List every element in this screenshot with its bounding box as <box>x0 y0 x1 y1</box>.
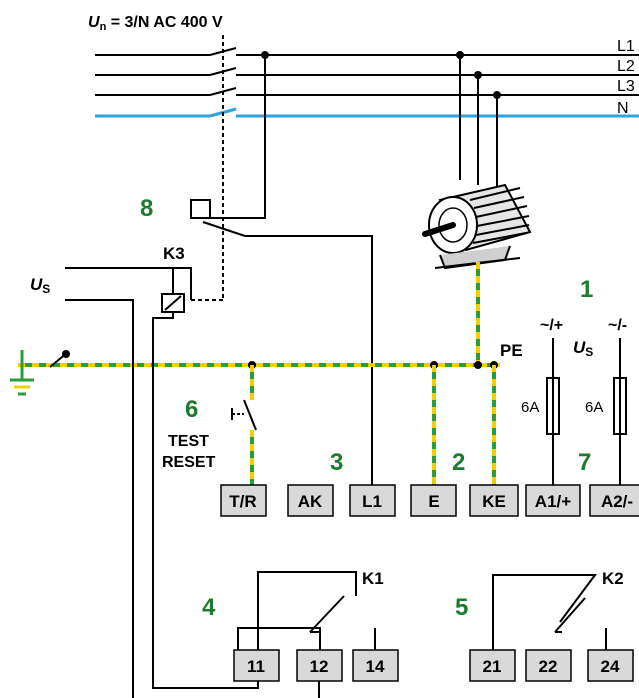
fuse-rating-right: 6A <box>585 399 603 416</box>
pe-drops <box>250 365 496 485</box>
terminal-a1 <box>525 484 581 517</box>
terminal-row-k1: 11 12 14 <box>233 649 399 682</box>
svg-text:14: 14 <box>366 657 385 676</box>
terminal-l1 <box>349 484 396 517</box>
us-wire-top <box>65 267 192 300</box>
svg-text:AK: AK <box>298 492 323 511</box>
svg-text:11: 11 <box>247 657 265 676</box>
test-reset-button <box>231 399 257 431</box>
terminal-ak <box>287 484 334 517</box>
svg-text:L1: L1 <box>362 492 382 511</box>
svg-text:22: 22 <box>539 657 558 676</box>
ground-switch <box>49 351 69 368</box>
k1-contacts <box>237 595 376 650</box>
callout-6: 6 <box>185 396 198 423</box>
line-label-n: N <box>617 100 629 117</box>
k2-contacts <box>492 574 607 650</box>
svg-text:12: 12 <box>310 657 329 676</box>
terminal-tr <box>220 484 267 517</box>
callout-5: 5 <box>455 594 468 621</box>
phase-lines <box>95 54 639 118</box>
k1-label: K1 <box>362 569 384 588</box>
callout-8: 8 <box>140 195 153 222</box>
terminal-11 <box>233 649 280 682</box>
svg-text:A1/+: A1/+ <box>535 492 571 511</box>
k2-label: K2 <box>602 569 624 588</box>
supply-voltage-label: Un = 3/N AC 400 V <box>88 14 223 33</box>
terminal-ke <box>469 484 519 517</box>
terminal-row-top: T/R AK L1 E KE A1/+ A2/- <box>220 484 639 517</box>
test-label: TEST <box>168 433 209 450</box>
svg-text:21: 21 <box>483 657 502 676</box>
line-labels: L1 L2 L3 N <box>617 38 635 117</box>
terminal-22 <box>525 649 572 682</box>
k3-aux-switch <box>202 221 246 237</box>
svg-text:E: E <box>428 492 439 511</box>
terminal-a2 <box>589 484 639 517</box>
svg-text:KE: KE <box>482 492 506 511</box>
callout-7: 7 <box>578 449 591 476</box>
callout-4: 4 <box>202 594 216 621</box>
callout-1: 1 <box>580 276 593 303</box>
line-label-l1: L1 <box>617 38 635 55</box>
svg-text:24: 24 <box>601 657 620 676</box>
terminal-21 <box>469 649 516 682</box>
svg-text:T/R: T/R <box>229 492 256 511</box>
motor-icon <box>422 183 532 270</box>
fuse-left-polarity: ~/+ <box>540 317 563 334</box>
k3-supply-wire <box>190 55 266 219</box>
terminal-24 <box>587 649 634 682</box>
k3-label: K3 <box>163 244 185 263</box>
terminal-row-k2: 21 22 24 <box>469 649 634 682</box>
us-label-right: US <box>573 338 593 359</box>
terminal-14 <box>352 649 399 682</box>
us-wire-bottom <box>65 299 134 698</box>
callout-3: 3 <box>330 449 343 476</box>
ground-icon <box>10 350 34 396</box>
terminal-e <box>410 484 457 517</box>
wire-to-l1-terminal <box>245 235 373 485</box>
callout-2: 2 <box>452 449 465 476</box>
pe-label: PE <box>500 341 523 360</box>
relay-coil-icon <box>161 293 185 313</box>
fuse-right-polarity: ~/- <box>608 317 627 334</box>
us-label-left: US <box>30 275 50 296</box>
fuse-rating-left: 6A <box>521 399 539 416</box>
junction-dot <box>474 361 482 369</box>
k3-coil-return-wire <box>152 312 357 689</box>
line-label-l2: L2 <box>617 58 635 75</box>
svg-text:A2/-: A2/- <box>601 492 633 511</box>
line-label-l3: L3 <box>617 78 635 95</box>
reset-label: RESET <box>162 454 216 471</box>
